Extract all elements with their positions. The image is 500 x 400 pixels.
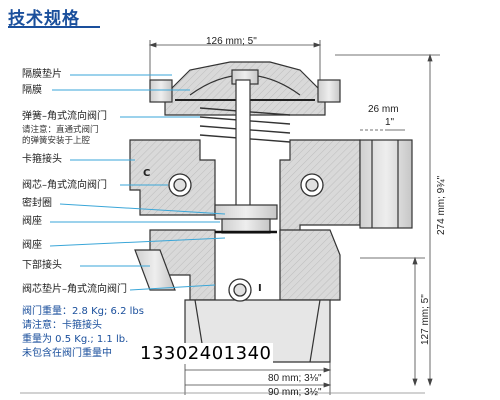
dim-bottom-90: 90 mm; 3½" (268, 387, 322, 398)
title-underline (8, 26, 100, 28)
dim-bottom-80: 80 mm; 3⅛" (268, 373, 322, 384)
label-seal-ring: 密封圈 (22, 198, 52, 209)
dim-side-26: 26 mm (368, 104, 399, 115)
label-plug-pad: 阀芯垫片–角式流向阀门 (22, 284, 127, 295)
leader-lines (49, 74, 226, 291)
label-diaphragm-pad: 隔膜垫片 (22, 69, 62, 80)
label-weight-note-1: 请注意：卡箍接头 (22, 320, 102, 331)
label-weight: 阀门重量：2.8 Kg; 6.2 lbs (22, 306, 144, 317)
label-weight-note-3: 未包含在阀门重量中 (22, 348, 112, 359)
valve-stem (214, 79, 278, 234)
label-weight-note-2: 重量为 0.5 Kg.; 1.1 lb. (22, 334, 129, 345)
dim-top-width: 126 mm; 5" (206, 36, 257, 47)
label-spring: 弹簧–角式流向阀门 (22, 111, 107, 122)
valve-body (129, 139, 413, 363)
bolt-holes (168, 173, 324, 302)
label-spring-note-1: 请注意：直通式阀门 (22, 125, 99, 135)
label-seat-upper: 阀座 (22, 216, 42, 227)
marker-i: I (258, 283, 262, 294)
page-title: 技术规格 (8, 9, 80, 29)
label-lower-joint: 下部接头 (22, 260, 62, 271)
phone-number: 13302401340 (138, 343, 274, 364)
dim-height-total: 274 mm; 9¾" (436, 175, 447, 235)
label-seat-lower: 阀座 (22, 240, 42, 251)
label-clamp-joint: 卡箍接头 (22, 154, 62, 165)
label-plug: 阀芯–角式流向阀门 (22, 180, 107, 191)
label-spring-note-2: 的弹簧安装于上腔 (22, 136, 91, 146)
dim-side-1in: 1" (385, 117, 395, 128)
label-diaphragm: 隔膜 (22, 85, 42, 96)
marker-c: C (143, 168, 151, 179)
dim-height-lower: 127 mm; 5" (420, 294, 431, 345)
